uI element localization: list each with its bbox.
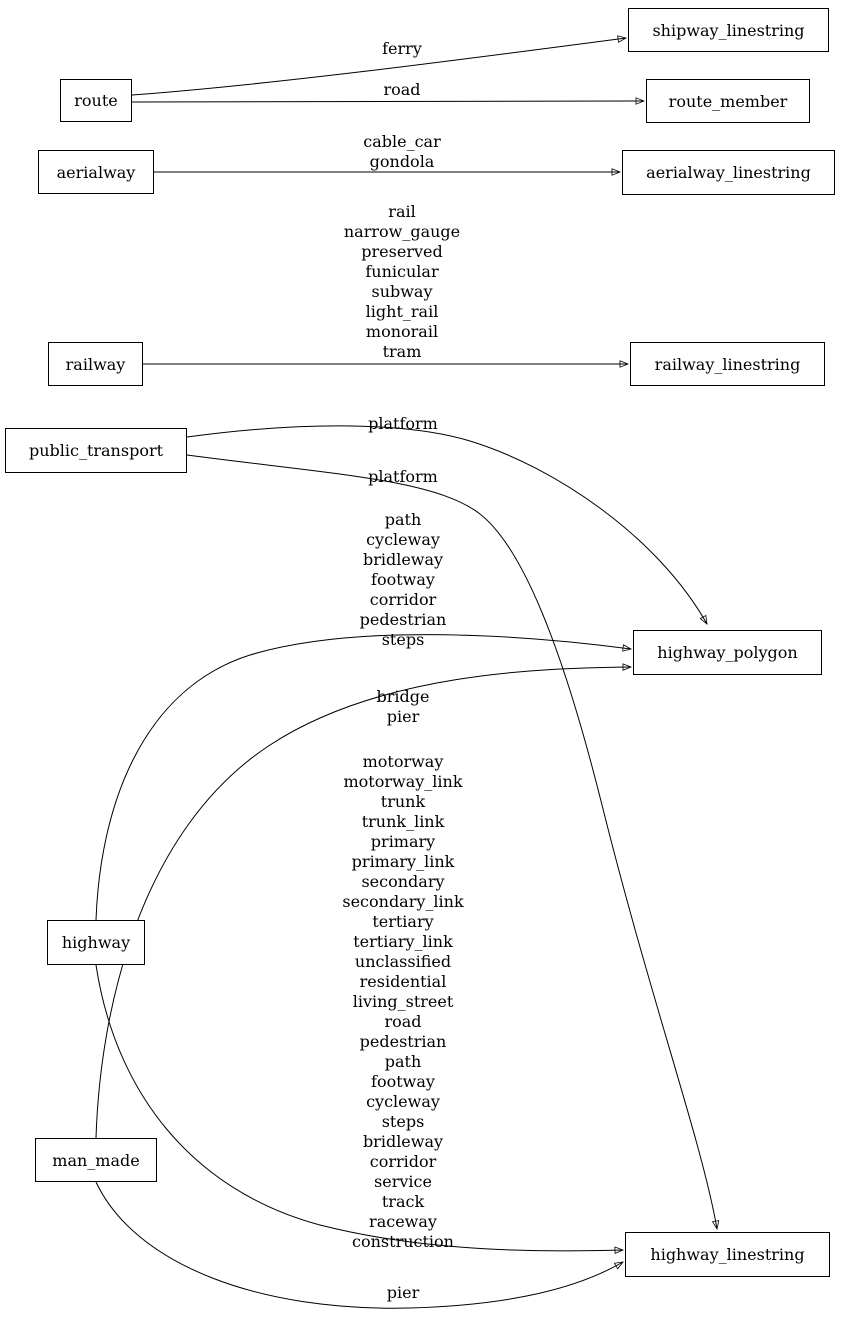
edge-highway-to-highway_linestring <box>95 964 623 1251</box>
edge-label-road: road <box>383 80 421 99</box>
node-route: route <box>60 79 132 122</box>
edge-label-platform-linestring: platform <box>368 467 438 486</box>
node-railway_linestring: railway_linestring <box>630 342 825 386</box>
edge-man_made-to-highway_polygon <box>95 667 631 1139</box>
edge-label-bridge-pier: bridge pier <box>376 687 430 726</box>
node-route_member: route_member <box>646 79 810 123</box>
node-highway_linestring: highway_linestring <box>625 1232 830 1277</box>
node-highway_polygon: highway_polygon <box>633 630 822 675</box>
node-man_made: man_made <box>35 1138 157 1182</box>
edge-label-platform-polygon: platform <box>368 414 438 433</box>
node-aerialway_linestring: aerialway_linestring <box>622 150 835 195</box>
node-shipway_linestring: shipway_linestring <box>628 8 829 52</box>
edge-label-ferry: ferry <box>382 39 422 58</box>
node-aerialway: aerialway <box>38 150 154 194</box>
edge-label-highway-polygon-values: path cycleway bridleway footway corridor… <box>359 510 447 649</box>
edge-route-to-shipway_linestring <box>131 38 626 96</box>
edge-label-cable_car-gondola: cable_car gondola <box>363 132 441 171</box>
node-railway: railway <box>48 342 143 386</box>
edge-public_transport-to-highway_polygon <box>186 425 707 624</box>
edge-public_transport-to-highway_linestring <box>186 454 717 1229</box>
edge-label-railway-values: rail narrow_gauge preserved funicular su… <box>343 202 461 361</box>
edge-label-highway-linestring-values: motorway motorway_link trunk trunk_link … <box>342 752 464 1251</box>
edge-highway-to-highway_polygon <box>95 634 631 921</box>
edge-route-to-route_member <box>131 101 644 102</box>
node-public_transport: public_transport <box>5 428 187 473</box>
node-highway: highway <box>47 920 145 965</box>
edge-man_made-to-highway_linestring <box>95 1181 623 1309</box>
edge-label-pier: pier <box>386 1283 420 1302</box>
